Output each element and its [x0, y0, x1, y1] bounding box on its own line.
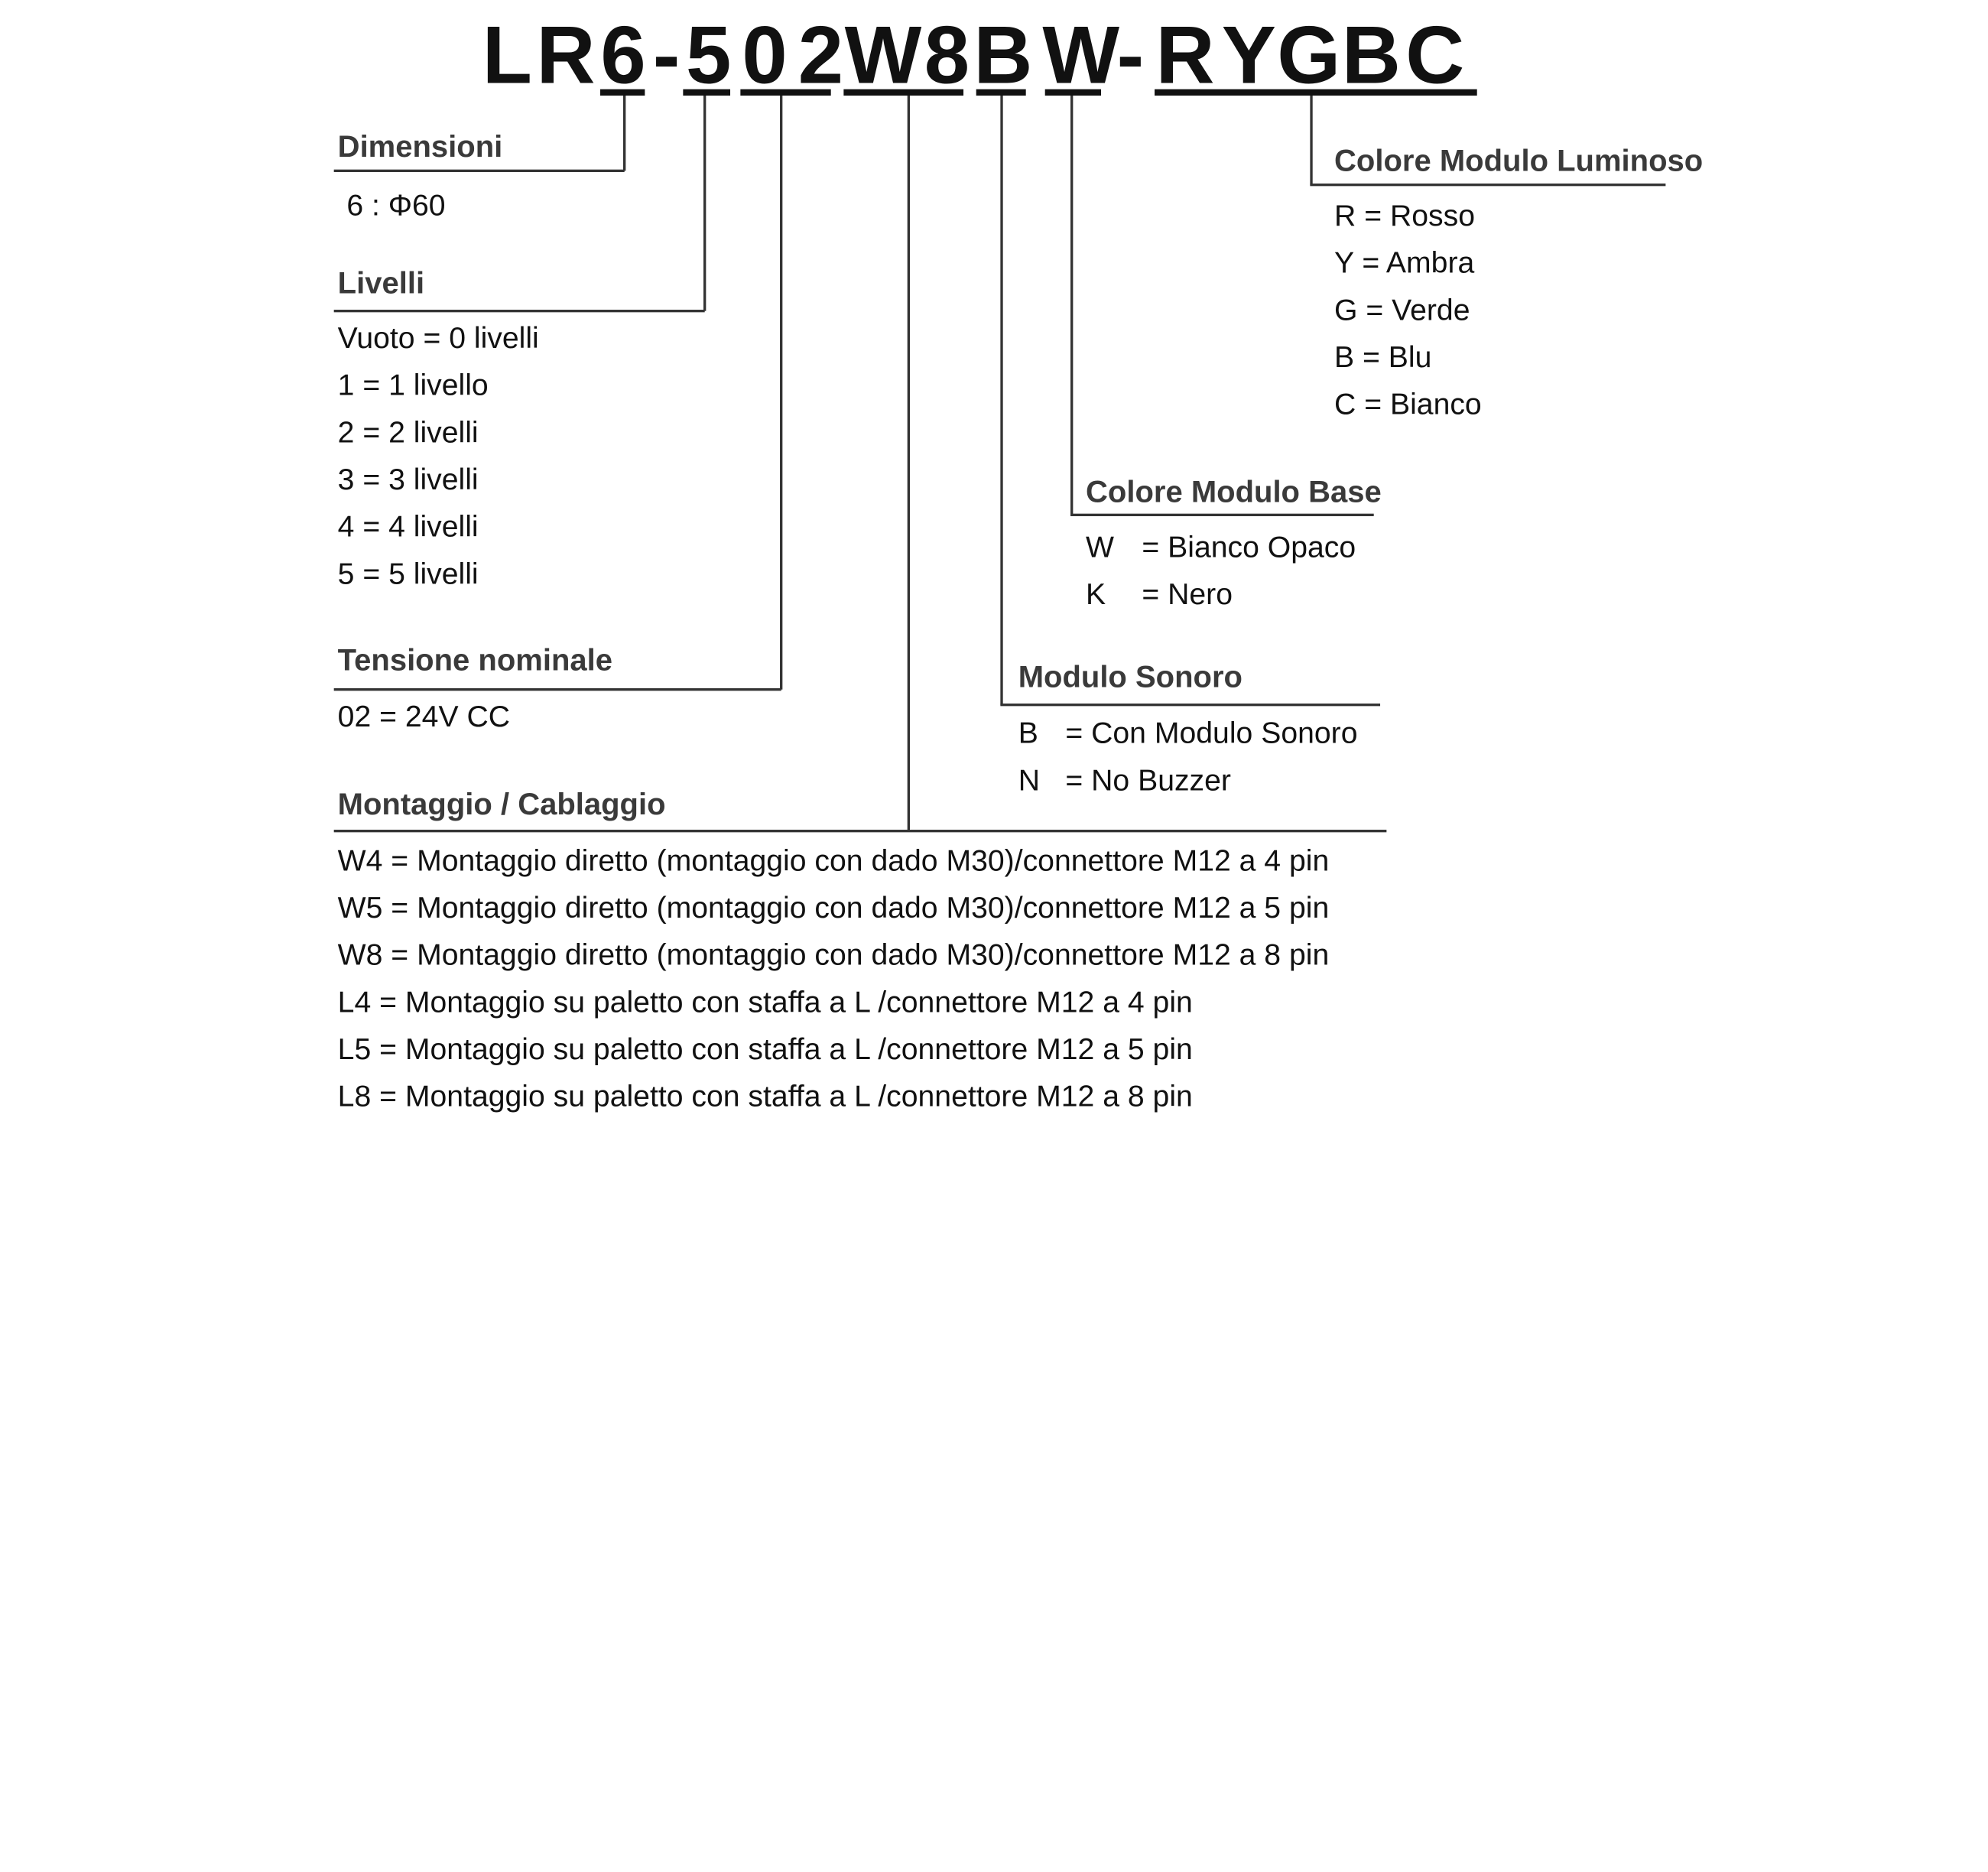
code-char: 6	[600, 8, 646, 101]
list-item: W8 = Montaggio diretto (montaggio con da…	[337, 938, 1330, 972]
section-rule-base	[1070, 513, 1374, 516]
code-char: 5	[686, 8, 732, 101]
code-char: R	[536, 8, 596, 101]
section-title-dimensioni: Dimensioni	[337, 130, 503, 165]
model-code-diagram: L R 6 - 5 0 2 W 8 B W - R Y G B C Dimens…	[333, 8, 1704, 1113]
leader-luminoso	[1310, 96, 1312, 185]
leader-dimensioni	[623, 96, 625, 171]
code-char: B	[1341, 8, 1401, 101]
leader-livelli	[703, 96, 706, 311]
code-char: 2	[797, 8, 844, 101]
list-item: 3 = 3 livelli	[337, 463, 479, 496]
code-char: L	[482, 8, 532, 101]
code-char: -	[1116, 8, 1145, 101]
underline-tensione	[740, 89, 831, 96]
list-item: W = Bianco Opaco	[1086, 530, 1356, 564]
leader-montaggio	[907, 96, 910, 831]
leader-sonoro	[1000, 96, 1002, 705]
list-item: N = No Buzzer	[1018, 763, 1231, 798]
list-item: C = Bianco	[1334, 387, 1482, 421]
section-title-base: Colore Modulo Base	[1086, 475, 1382, 510]
section-title-montaggio: Montaggio / Cablaggio	[337, 788, 666, 823]
code-char: C	[1405, 8, 1465, 101]
list-item: L5 = Montaggio su paletto con staffa a L…	[337, 1032, 1193, 1066]
code-char: B	[973, 8, 1033, 101]
section-rule-livelli	[333, 310, 705, 312]
item-key: K	[1086, 577, 1106, 611]
section-rule-montaggio	[333, 830, 1387, 832]
list-item: B = Con Modulo Sonoro	[1018, 717, 1358, 751]
section-rule-sonoro	[1000, 704, 1381, 706]
list-item: B = Blu	[1334, 340, 1432, 374]
code-char: Y	[1221, 8, 1276, 101]
code-char: 8	[924, 8, 970, 101]
list-item: Vuoto = 0 livelli	[337, 321, 539, 355]
list-item: L8 = Montaggio su paletto con staffa a L…	[337, 1079, 1193, 1113]
item-key: N	[1018, 763, 1041, 797]
item-value: = Con Modulo Sonoro	[1065, 716, 1358, 750]
list-item: L4 = Montaggio su paletto con staffa a L…	[337, 985, 1193, 1019]
list-item: 4 = 4 livelli	[337, 509, 479, 544]
list-item: W5 = Montaggio diretto (montaggio con da…	[337, 891, 1330, 925]
list-item: 5 = 5 livelli	[337, 557, 479, 590]
item-key: B	[1018, 716, 1038, 750]
list-item: R = Rosso	[1334, 199, 1475, 232]
section-title-livelli: Livelli	[337, 266, 425, 301]
code-char: G	[1277, 8, 1341, 101]
list-item: G = Verde	[1334, 293, 1470, 327]
underline-livelli	[683, 89, 731, 96]
item-value: = Bianco Opaco	[1142, 530, 1356, 564]
code-char: 0	[742, 8, 788, 101]
section-rule-dimensioni	[333, 169, 625, 172]
leader-base	[1070, 96, 1073, 515]
list-item: 2 = 2 livelli	[337, 415, 479, 449]
item-value: = Nero	[1142, 577, 1233, 611]
section-rule-tensione	[333, 688, 781, 691]
list-item: 6 : Φ60	[346, 188, 446, 223]
section-title-tensione: Tensione nominale	[337, 643, 613, 678]
underline-montaggio	[843, 89, 964, 96]
list-item: Y = Ambra	[1334, 245, 1475, 280]
item-key: W	[1086, 530, 1115, 564]
list-item: W4 = Montaggio diretto (montaggio con da…	[337, 843, 1330, 877]
code-char: W	[1042, 8, 1120, 101]
underline-sonoro	[976, 89, 1026, 96]
code-char: -	[652, 8, 681, 101]
code-char: W	[844, 8, 922, 101]
code-char: R	[1155, 8, 1215, 101]
list-item: 1 = 1 livello	[337, 368, 489, 402]
leader-tensione	[780, 96, 782, 690]
underline-luminoso	[1155, 89, 1477, 96]
section-title-luminoso: Colore Modulo Luminoso	[1334, 144, 1704, 179]
underline-dimensioni	[600, 89, 645, 96]
item-value: = No Buzzer	[1065, 763, 1231, 797]
section-rule-luminoso	[1310, 184, 1666, 186]
section-title-sonoro: Modulo Sonoro	[1018, 660, 1242, 695]
underline-base	[1044, 89, 1102, 96]
list-item: 02 = 24V CC	[337, 700, 511, 733]
list-item: K = Nero	[1086, 577, 1233, 612]
